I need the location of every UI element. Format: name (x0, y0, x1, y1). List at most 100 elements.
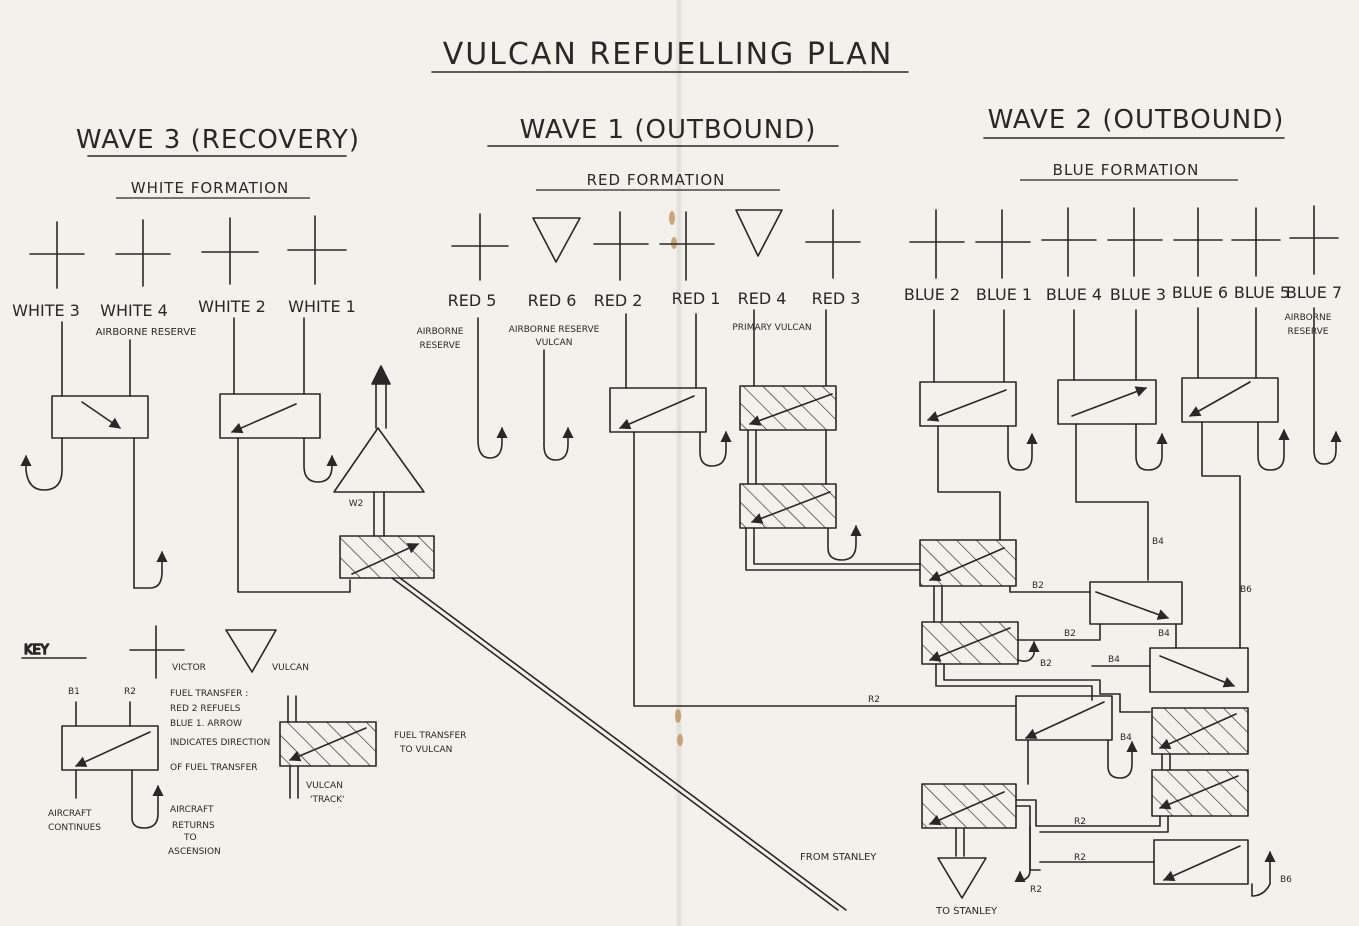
victor-icon (975, 209, 1031, 279)
transfer-arrow (618, 395, 695, 430)
track-line (1197, 307, 1257, 379)
fuel-transfer-box (1057, 379, 1157, 425)
key-b1-label: B1 (68, 687, 80, 697)
key-track-2: 'TRACK' (310, 795, 345, 805)
track-label-b4: B4 (1152, 537, 1164, 547)
victor-icon (805, 209, 861, 279)
label-from-stanley: FROM STANLEY (800, 852, 877, 863)
vulcan-track (1161, 753, 1171, 771)
victor-icon (659, 211, 715, 281)
key-returns-2: RETURNS (172, 821, 215, 831)
transfer-arrow (1189, 381, 1251, 417)
transfer-arrow (1071, 386, 1148, 417)
key-fuel-transfer-2: RED 2 REFUELS (170, 704, 241, 714)
label-blue1: BLUE 1 (976, 285, 1032, 304)
vulcan-transfer-box (739, 385, 837, 431)
label-blue3: BLUE 3 (1110, 285, 1166, 304)
vulcan-track (955, 827, 965, 857)
track-r2 (633, 431, 1017, 707)
return-arrow (1007, 425, 1038, 471)
key-to-vulcan-1: FUEL TRANSFER (394, 731, 466, 741)
victor-icon (451, 213, 509, 281)
transfer-arrow (928, 547, 1005, 582)
transfer-arrow (1024, 701, 1105, 739)
label-blue7: BLUE 7 (1286, 283, 1342, 302)
vulcan-transfer-box (921, 783, 1017, 829)
fuel-transfer-box (51, 395, 149, 439)
key-fuel-transfer-3: BLUE 1. ARROW (170, 719, 242, 729)
wave1-title: WAVE 1 (OUTBOUND) (520, 115, 817, 145)
track-b2 (1017, 623, 1101, 641)
vulcan-track (373, 491, 385, 537)
label-white2: WHITE 2 (198, 297, 266, 316)
key-returns-3: TO (183, 833, 197, 843)
key-continues-1: AIRCRAFT (48, 809, 92, 819)
return-arrow (477, 317, 508, 459)
wave2-diagram (919, 307, 1342, 899)
key-fuel-transfer-5: OF FUEL TRANSFER (170, 763, 258, 773)
victor-icon (1231, 207, 1281, 277)
fuel-transfer-box (1149, 647, 1249, 693)
note-airborne-red: AIRBORNE (417, 327, 464, 337)
label-blue4: BLUE 4 (1046, 285, 1102, 304)
track-label-b2: B2 (1032, 581, 1044, 591)
track-line (1073, 309, 1137, 381)
return-arrow (1251, 850, 1276, 897)
vulcan-track (933, 585, 943, 623)
key-fuel-transfer-1: FUEL TRANSFER : (170, 689, 248, 699)
blue-formation-label: BLUE FORMATION (1053, 161, 1200, 179)
transfer-arrow (1162, 845, 1241, 881)
return-arrow (1313, 307, 1342, 465)
vulcan-track (747, 429, 757, 485)
vulcan-track (935, 663, 1151, 713)
up-arrow-icon (371, 365, 391, 385)
key-returns-4: ASCENSION (168, 847, 221, 857)
victor-icon (1041, 207, 1097, 277)
page-title: VULCAN REFUELLING PLAN (443, 37, 894, 72)
vulcan-transfer-box (1151, 769, 1249, 817)
track-label-b4: B4 (1120, 733, 1132, 743)
label-white4: WHITE 4 (100, 301, 168, 320)
return-arrow (303, 437, 338, 483)
wave3-diagram (20, 317, 847, 911)
track-label-b4: B4 (1108, 655, 1120, 665)
victor-icon (1173, 207, 1223, 277)
key-track-1: VULCAN (306, 781, 343, 791)
return-arrow (133, 437, 168, 589)
vulcan-icon (735, 209, 783, 257)
transfer-arrow (81, 401, 121, 429)
victor-icon (287, 215, 347, 285)
track-label-r2: R2 (868, 695, 880, 705)
track-line (753, 309, 827, 387)
return-arrow (1135, 423, 1168, 471)
wave3-title: WAVE 3 (RECOVERY) (76, 125, 360, 155)
wave1-diagram (477, 309, 1017, 707)
key-panel: KEY (21, 625, 377, 829)
transfer-arrow (351, 543, 420, 575)
vulcan-track (375, 379, 387, 429)
transfer-arrow (926, 389, 1007, 422)
transfer-arrow (928, 791, 1005, 826)
label-red2: RED 2 (594, 291, 643, 310)
victor-icon (1107, 207, 1163, 277)
vulcan-track (745, 527, 921, 571)
red-formation-label: RED FORMATION (587, 171, 726, 189)
transfer-arrow (230, 403, 297, 434)
aircraft-symbol-row (29, 205, 1339, 289)
track-labels: R2 B2 B2 B2 B4 B4 B4 B4 B6 B6 R2 R2 R2 (868, 537, 1292, 895)
return-arrow (699, 430, 732, 467)
wave2-title: WAVE 2 (OUTBOUND) (988, 105, 1285, 135)
stain (677, 734, 683, 746)
transfer-arrow (1095, 591, 1170, 620)
key-fuel-transfer-box (61, 725, 159, 771)
track-label-b2: B2 (1064, 629, 1076, 639)
transfer-arrow (928, 627, 1011, 662)
label-red5: RED 5 (448, 291, 497, 310)
fuel-transfer-box (919, 381, 1017, 427)
track-label-b6: B6 (1280, 875, 1292, 885)
return-arrow (1014, 805, 1031, 883)
track-label-r2: R2 (1074, 817, 1086, 827)
transfer-arrow (1158, 775, 1239, 810)
